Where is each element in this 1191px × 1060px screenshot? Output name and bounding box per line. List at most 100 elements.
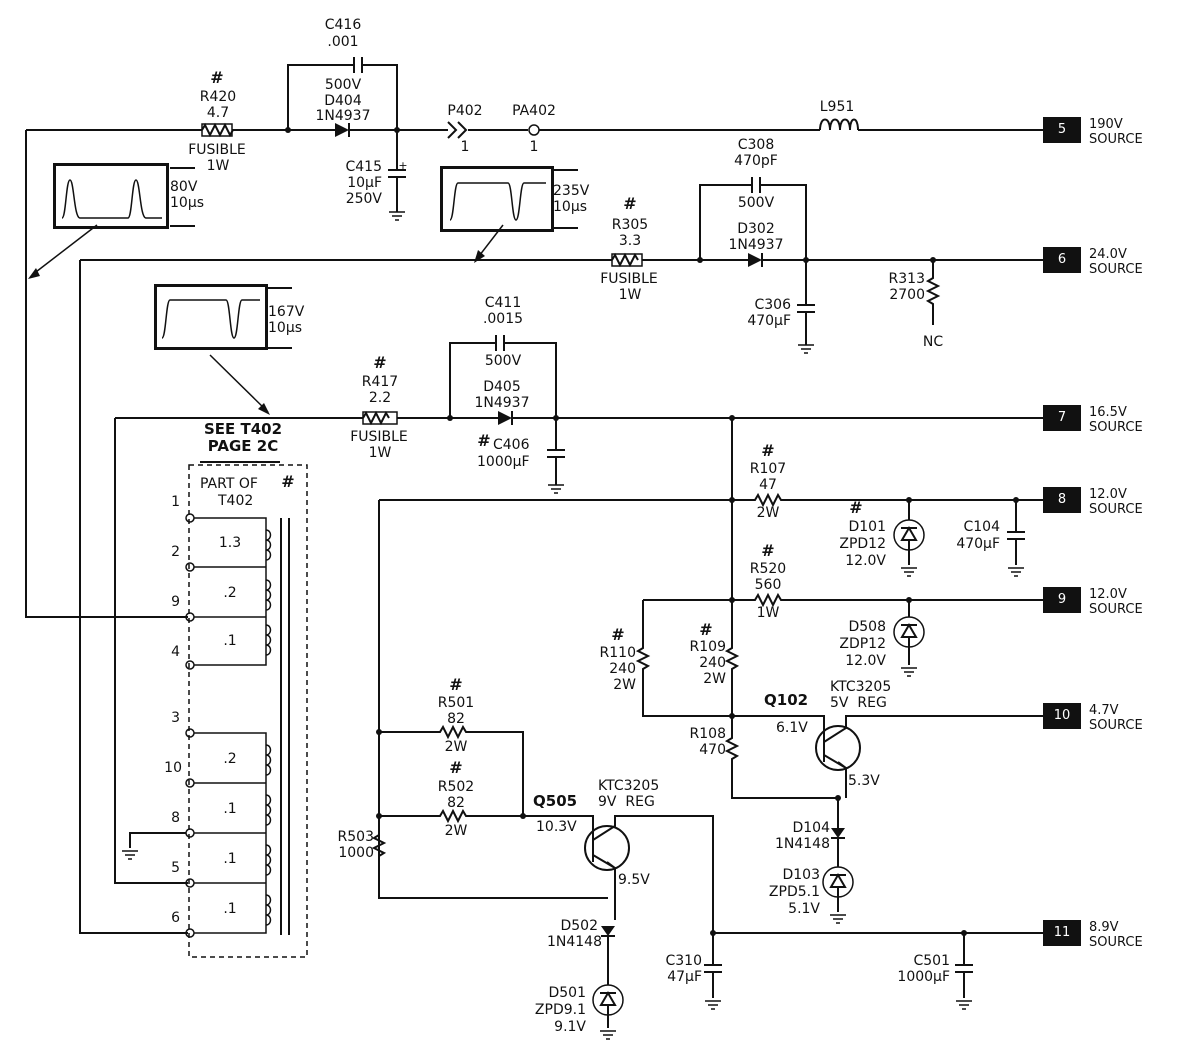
q505-ref: Q505	[533, 792, 578, 810]
scope-80v-voltage: 80V	[170, 179, 198, 195]
t402-pin-6: 6	[171, 910, 180, 926]
rail-16v	[114, 335, 1043, 884]
c416-rating: 500V	[324, 77, 362, 93]
d101-hash: #	[849, 498, 863, 517]
d101-part: ZPD12	[839, 536, 886, 552]
d405-part: 1N4937	[474, 395, 530, 411]
t402-ratio-5: .1	[223, 801, 237, 817]
l951-ref: L951	[819, 99, 855, 115]
output-8-label: SOURCE	[1089, 502, 1143, 517]
c406-value: 1000µF	[477, 454, 530, 470]
t402-ratio-4: .2	[223, 751, 237, 767]
output-11-label: SOURCE	[1089, 935, 1143, 950]
r502-value: 82	[447, 795, 465, 811]
d103-ref: D103	[782, 867, 820, 883]
c104-value: 470µF	[956, 536, 1000, 552]
output-6-voltage: 24.0V	[1089, 247, 1127, 262]
t402-pin-2: 2	[171, 544, 180, 560]
c415-rating: 250V	[345, 191, 382, 207]
c406-hash: #	[477, 431, 491, 450]
probe-167v	[209, 354, 269, 413]
c416-value: .001	[327, 34, 359, 50]
r110-rating: 2W	[613, 677, 636, 693]
q102-vb: 6.1V	[776, 720, 808, 736]
r110-value: 240	[609, 661, 636, 677]
r502-rating: 2W	[444, 823, 468, 839]
r420-rating: 1W	[206, 158, 230, 174]
r520-ref: R520	[749, 561, 787, 577]
r417-ref: R417	[361, 374, 399, 390]
d508-part: ZDP12	[839, 636, 886, 652]
bus-80v	[25, 130, 188, 618]
output-8-voltage: 12.0V	[1089, 487, 1127, 502]
c415-value: 10µF	[347, 175, 382, 191]
r417-type: FUSIBLE	[350, 429, 408, 445]
d104-part: 1N4148	[774, 836, 830, 852]
d501-voltage: 9.1V	[554, 1019, 586, 1035]
r520-rating: 1W	[756, 605, 780, 621]
c310-ref: C310	[665, 953, 703, 969]
q505-vb: 10.3V	[536, 819, 577, 835]
r109-ref: R109	[689, 639, 726, 655]
r305-type: FUSIBLE	[600, 271, 658, 287]
d104-ref: D104	[792, 820, 830, 836]
output-10-voltage: 4.7V	[1089, 703, 1119, 718]
r107-ref: R107	[749, 461, 787, 477]
p402-pin: 1	[460, 139, 470, 155]
d101-ref: D101	[848, 519, 886, 535]
waveform-traces	[61, 167, 578, 349]
reg-9v	[371, 500, 1043, 1040]
output-pin-10: 10	[1043, 703, 1081, 729]
r417-hash: #	[373, 353, 387, 372]
r420-type: FUSIBLE	[188, 142, 246, 158]
pa402-ref: PA402	[512, 103, 556, 119]
r108-ref: R108	[689, 726, 726, 742]
d404-part: 1N4937	[315, 108, 371, 124]
d103-voltage: 5.1V	[788, 901, 820, 917]
scope-235v-time: 10µs	[553, 199, 588, 215]
rail-190v	[26, 57, 1043, 221]
pa402-pin: 1	[529, 139, 539, 155]
r313-ref: R313	[888, 271, 925, 287]
t402-ratio-6: .1	[223, 851, 237, 867]
scope-235v	[440, 166, 554, 232]
t402-ratio-2: .2	[223, 585, 237, 601]
t402-pin-9: 9	[171, 594, 180, 610]
output-pin-11: 11	[1043, 920, 1081, 946]
r305-hash: #	[623, 194, 637, 213]
c411-ref: C411	[484, 295, 522, 311]
c308-rating: 500V	[737, 195, 775, 211]
r107-rating: 2W	[756, 505, 780, 521]
output-7-voltage: 16.5V	[1089, 405, 1127, 420]
c310-value: 47µF	[667, 969, 702, 985]
c415-plus: +	[398, 159, 408, 172]
d405-ref: D405	[483, 379, 521, 395]
r305-value: 3.3	[618, 233, 642, 249]
r108-value: 470	[699, 742, 726, 758]
t402-pin-4: 4	[171, 644, 180, 660]
r109-value: 240	[699, 655, 726, 671]
output-6-label: SOURCE	[1089, 262, 1143, 277]
c501-ref: C501	[913, 953, 951, 969]
c415-ref: C415	[345, 159, 383, 175]
scope-167v	[154, 284, 268, 350]
q505-part: KTC3205	[598, 778, 660, 794]
scope-167v-voltage: 167V	[268, 304, 305, 320]
output-11-voltage: 8.9V	[1089, 920, 1119, 935]
d501-ref: D501	[548, 985, 586, 1001]
r502-ref: R502	[437, 779, 475, 795]
r501-value: 82	[447, 711, 465, 727]
r501-ref: R501	[437, 695, 475, 711]
r107-value: 47	[759, 477, 777, 493]
q102-ve: 5.3V	[848, 773, 880, 789]
rail-12v-b	[635, 592, 1043, 924]
q102-part: KTC3205	[830, 679, 892, 695]
r501-hash: #	[449, 675, 463, 694]
t402-hash: #	[281, 472, 295, 491]
t402-ratio-3: .1	[223, 633, 237, 649]
d502-part: 1N4148	[546, 934, 602, 950]
transformer-t402	[121, 461, 308, 958]
output-10-label: SOURCE	[1089, 718, 1143, 733]
